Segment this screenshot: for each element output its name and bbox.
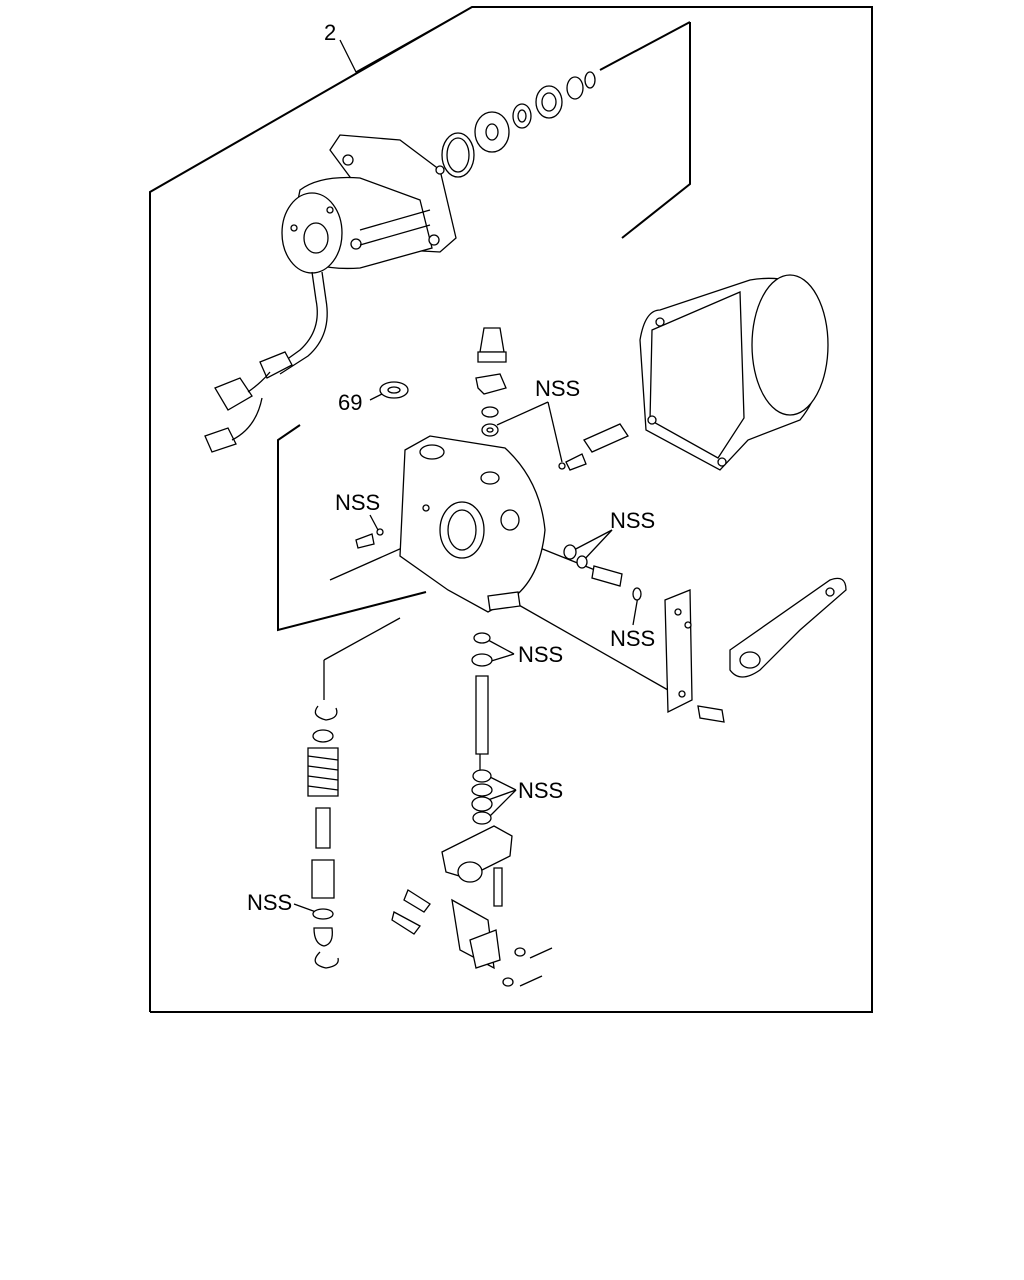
upper-fittings xyxy=(379,327,507,437)
housing-cover xyxy=(639,274,829,471)
side-fittings xyxy=(355,423,642,601)
motor-assembly xyxy=(204,134,457,453)
callout-nss-spring: NSS xyxy=(247,890,292,915)
callout-labels: 2 69 NSS NSS NSS NSS NSS NSS NSS xyxy=(247,20,655,915)
callout-nss-left: NSS xyxy=(335,490,380,515)
assembly-frame xyxy=(149,6,873,1013)
callout-washer-69: 69 xyxy=(338,390,362,415)
lever-assembly xyxy=(664,577,847,723)
callout-nss-plate: NSS xyxy=(610,626,655,651)
valve-body xyxy=(376,435,546,613)
callout-nss-right: NSS xyxy=(610,508,655,533)
bearing-stack xyxy=(441,71,596,178)
callout-nss-shaft-top: NSS xyxy=(518,642,563,667)
callout-nss-top: NSS xyxy=(535,376,580,401)
shaft-stack xyxy=(391,632,553,987)
spring-stack xyxy=(307,705,339,969)
callout-assembly-2: 2 xyxy=(324,20,336,45)
callout-nss-shaft-seals: NSS xyxy=(518,778,563,803)
